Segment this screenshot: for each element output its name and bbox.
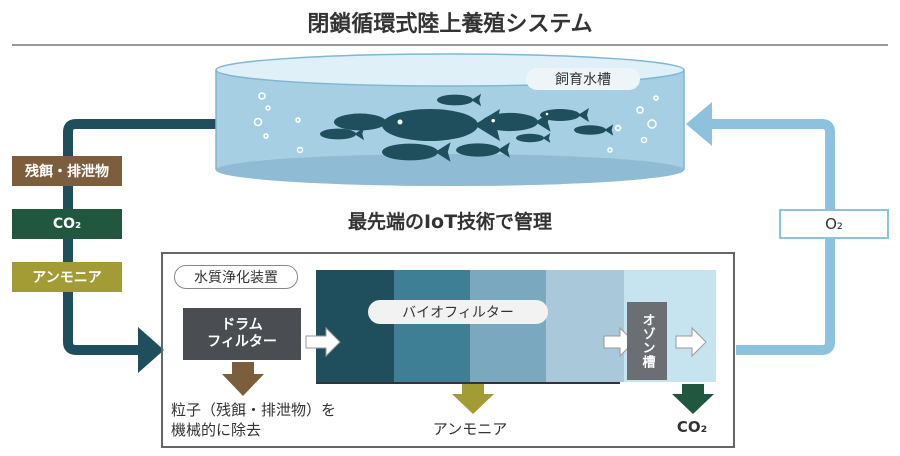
- bio-filter-label: バイオフィルター: [368, 300, 548, 324]
- purification-unit-label: 水質浄化装置: [174, 265, 298, 289]
- stage-3: [470, 270, 546, 382]
- drum-filter: ドラム フィルター: [183, 308, 301, 360]
- particles-removal-text: 粒子（残餌・排泄物）を 機械的に除去: [171, 401, 337, 439]
- particles-down-arrow: [222, 362, 264, 396]
- tank-label: 飼育水槽: [526, 68, 640, 90]
- return-pipe-arrowhead: [138, 327, 164, 373]
- co2-removal-text: CO₂: [676, 418, 708, 436]
- input-label-o2: O₂: [779, 209, 889, 239]
- output-label-co2: CO₂: [12, 209, 122, 239]
- supply-pipe-arrowhead: [686, 102, 712, 146]
- stage-4: [546, 270, 624, 382]
- flow-arrows: [305, 326, 707, 358]
- ozone-tank: オゾン槽: [627, 302, 667, 380]
- fish-school: [320, 93, 614, 162]
- output-label-ammonia: アンモニア: [12, 262, 122, 292]
- stage-1: [316, 270, 394, 382]
- stage-2: [394, 270, 470, 382]
- diagram-title: 閉鎖循環式陸上養殖システム: [307, 12, 593, 37]
- title-divider: [12, 44, 888, 46]
- air-bubbles: [253, 92, 659, 154]
- purification-unit-frame: [161, 252, 735, 448]
- output-label-waste: 残餌・排泄物: [12, 156, 122, 186]
- subtitle: 最先端のIoT技術で管理: [347, 211, 553, 233]
- co2-down-arrow: [672, 384, 714, 414]
- ammonia-down-arrow: [452, 384, 494, 414]
- ammonia-removal-text: アンモニア: [432, 420, 508, 438]
